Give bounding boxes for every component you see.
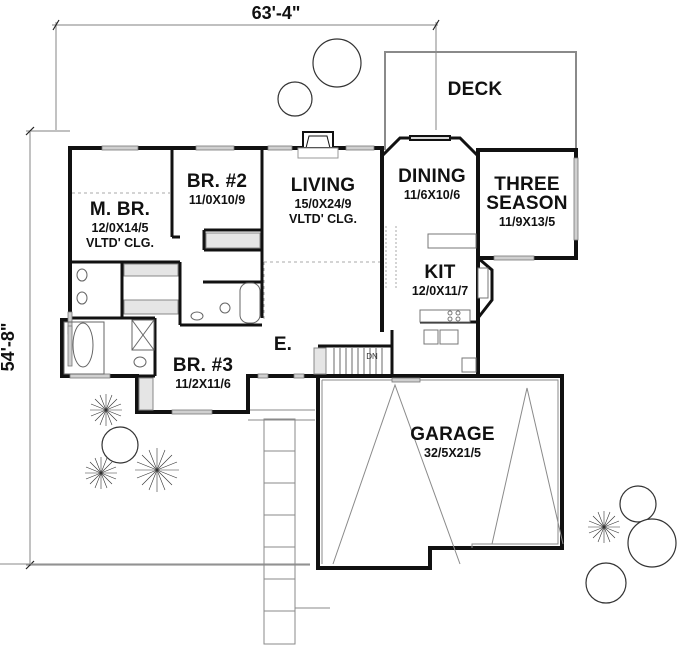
tree-icon [277,81,313,117]
interior-walls [70,148,480,412]
master-bedroom-label: M. BR. 12/0X14/5 VLTD' CLG. [70,200,170,249]
fireplace-icon [297,131,339,159]
shrub-icons [85,394,620,543]
room-name-line2: SEASON [486,193,568,214]
room-name: KIT [424,262,456,283]
stairs [333,348,383,374]
ceiling-lines [72,192,380,320]
room-name: M. BR. [89,199,151,220]
deck-label: DECK [447,79,503,100]
bedroom3-label: BR. #3 11/2X11/6 [158,356,248,391]
bathtub-icon [72,322,94,368]
kitchen-fixtures [385,226,489,373]
closet-shelves [123,232,327,411]
overall-depth-dimension: 54'-8" [0,322,18,372]
windows [67,145,579,415]
bath-fixtures [63,268,261,375]
dining-bay-window [380,135,480,158]
room-dimensions: 11/9X13/5 [498,215,556,229]
deck-outline [384,51,577,150]
room-name: BR. #3 [172,355,234,376]
ceiling-note: VLTD' CLG. [288,211,357,226]
room-name-line1: THREE [494,174,560,195]
three-season-label: THREE SEASON 11/9X13/5 [478,175,576,229]
bedroom2-label: BR. #2 11/0X10/9 [172,172,262,207]
landscape-trees [101,38,677,604]
room-dimensions: 11/0X10/9 [188,193,246,207]
room-name: DINING [398,166,466,187]
kitchen-bay-window [476,256,494,319]
room-dimensions: 11/6X10/6 [403,188,461,202]
room-name: LIVING [290,175,356,196]
entry-label: E. [273,334,293,355]
tree-icon [585,562,627,604]
front-walkway [0,409,330,645]
overall-width-dimension: 63'-4" [251,3,301,23]
stairs-down-label: DN [366,352,378,361]
tree-icon [312,38,362,88]
room-name: BR. #2 [186,171,248,192]
garage-label: GARAGE 32/5X21/5 [390,425,515,460]
tree-icon [619,485,657,523]
living-label: LIVING 15/0X24/9 VLTD' CLG. [264,176,382,225]
room-dimensions: 11/2X11/6 [175,377,231,391]
tree-icon [101,426,139,464]
dining-label: DINING 11/6X10/6 [386,167,478,202]
room-dimensions: 12/0X11/7 [411,284,469,298]
garage-inner-outline [321,379,564,565]
tree-icon [627,518,677,568]
ceiling-note: VLTD' CLG. [85,235,154,250]
room-dimensions: 12/0X14/5 [91,221,149,235]
room-dimensions: 15/0X24/9 [294,197,352,211]
dimension-lines [25,19,440,570]
room-name: GARAGE [410,424,495,445]
room-dimensions: 32/5X21/5 [424,446,481,460]
kitchen-label: KIT 12/0X11/7 [400,263,480,298]
